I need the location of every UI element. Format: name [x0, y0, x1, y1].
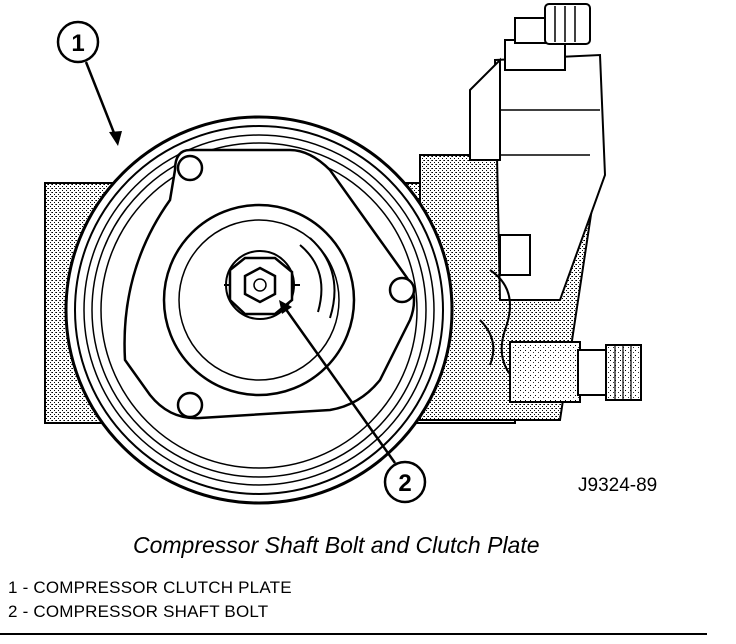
figure-caption: Compressor Shaft Bolt and Clutch Plate — [133, 532, 540, 558]
hose-fitting — [509, 341, 642, 403]
pressure-switch-assembly — [469, 3, 607, 381]
compressor-shaft-bolt — [224, 250, 300, 320]
legend-item-1: 1 - COMPRESSOR CLUTCH PLATE — [8, 578, 292, 597]
compressor-illustration: 1 2 J9324-89 — [44, 3, 657, 505]
callout-2-number: 2 — [398, 470, 411, 497]
legend-item-2: 2 - COMPRESSOR SHAFT BOLT — [8, 602, 269, 621]
legend-list: 1 - COMPRESSOR CLUTCH PLATE 2 - COMPRESS… — [8, 576, 292, 624]
figure-id-label: J9324-89 — [578, 475, 657, 496]
callout-1: 1 — [56, 20, 122, 146]
bottom-divider — [0, 633, 707, 635]
callout-1-number: 1 — [71, 30, 84, 57]
callout-2: 2 — [279, 300, 427, 504]
